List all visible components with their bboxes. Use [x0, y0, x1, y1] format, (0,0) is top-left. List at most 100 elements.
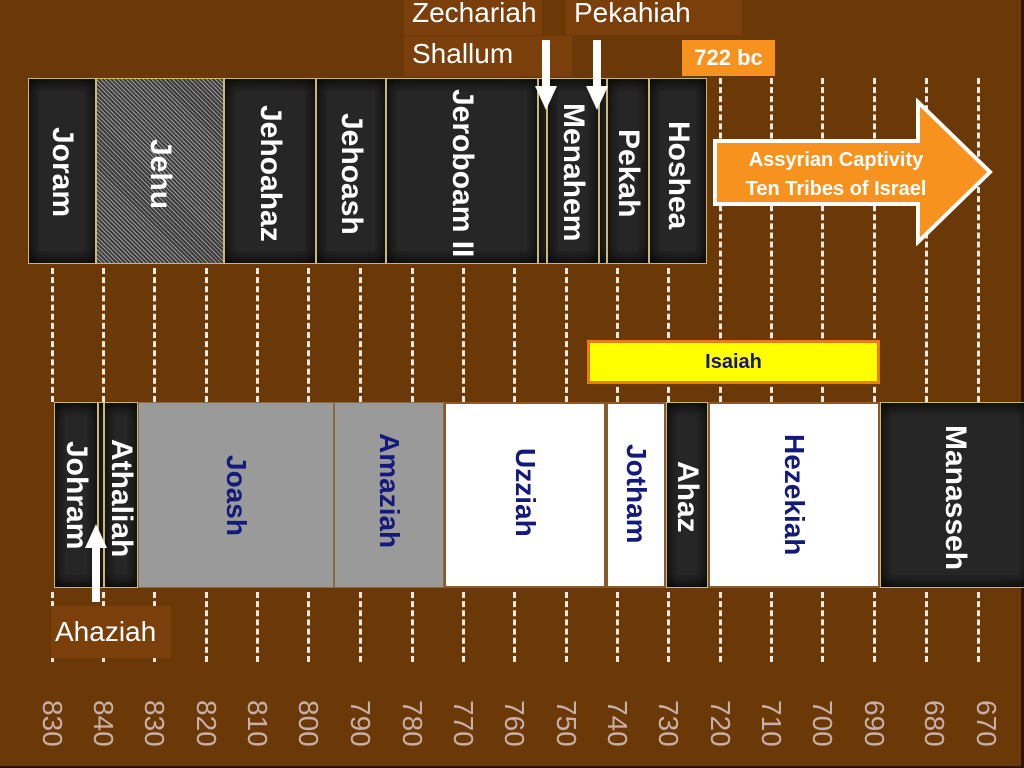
king-box-jeroboam-ii: Jeroboam II: [386, 78, 538, 264]
grid-dash-line: [153, 268, 156, 402]
grid-dash-line: [977, 78, 980, 402]
king-label: Hezekiah: [779, 434, 810, 556]
down-arrow-icon: [586, 40, 608, 110]
grid-dash-line: [256, 268, 259, 402]
grid-dash-line: [770, 78, 773, 402]
king-box-hoshea: Hoshea: [649, 78, 707, 264]
king-box-pekah: Pekah: [607, 78, 649, 264]
king-box-pekahiah: [599, 78, 607, 264]
year-tick-label: 760: [499, 700, 530, 747]
year-tick-label: 820: [191, 700, 222, 747]
king-label: Hoshea: [662, 121, 695, 230]
grid-dash-line: [565, 592, 568, 662]
grid-dash-line: [462, 592, 465, 662]
grid-dash-line: [770, 592, 773, 662]
king-box-jotham: Jotham: [606, 402, 666, 588]
isaiah-bar: Isaiah: [587, 340, 880, 384]
captivity-line-2: Ten Tribes of Israel: [745, 178, 927, 200]
year-tick-label: 830: [139, 700, 170, 747]
year-tick-label: 700: [807, 700, 838, 747]
grid-dash-line: [411, 592, 414, 662]
captivity-label: Assyrian Captivity Ten Tribes of Israel: [718, 146, 954, 204]
king-label: Joash: [221, 455, 252, 536]
king-box-joash: Joash: [138, 402, 334, 588]
grid-dash-line: [565, 268, 568, 402]
up-arrow-icon: [85, 524, 107, 602]
king-box-jehu: Jehu: [96, 78, 224, 264]
grid-dash-line: [205, 268, 208, 402]
king-label: Jehoahaz: [254, 105, 287, 242]
year-tick-label: 780: [397, 700, 428, 747]
king-label: Manasseh: [939, 425, 972, 571]
grid-dash-line: [821, 78, 824, 402]
year-tick-label: 720: [705, 700, 736, 747]
king-label: Jehu: [144, 139, 177, 210]
king-box-amaziah: Amaziah: [334, 402, 444, 588]
king-label: Amaziah: [374, 433, 405, 549]
year-tick-label: 800: [293, 700, 324, 747]
year-tick-label: 790: [345, 700, 376, 747]
king-box-jehoahaz: Jehoahaz: [224, 78, 316, 264]
grid-dash-line: [719, 592, 722, 662]
captivity-arrow-icon: [713, 98, 993, 246]
grid-dash-line: [873, 78, 876, 402]
grid-dash-line: [359, 268, 362, 402]
grid-dash-line: [462, 268, 465, 402]
date-722-badge: 722 bc: [682, 40, 775, 76]
grid-dash-line: [205, 592, 208, 662]
king-label: Athaliah: [105, 439, 138, 558]
king-label: Jehoash: [335, 113, 368, 235]
zechariah-label: Zechariah: [404, 0, 542, 35]
year-tick-label: 770: [448, 700, 479, 747]
king-label: Johram: [60, 441, 93, 550]
grid-dash-line: [307, 268, 310, 402]
grid-dash-line: [51, 268, 54, 402]
king-box-ahaziah: [98, 402, 104, 588]
king-box-hezekiah: Hezekiah: [708, 402, 880, 588]
king-label: Uzziah: [510, 448, 541, 537]
grid-dash-line: [667, 268, 670, 402]
year-tick-label: 690: [859, 700, 890, 747]
year-tick-label: 680: [919, 700, 950, 747]
king-label: Menahem: [557, 103, 590, 242]
year-tick-label: 830: [37, 700, 68, 747]
grid-dash-line: [359, 592, 362, 662]
king-box-joram: Joram: [28, 78, 96, 264]
king-label: Jotham: [621, 444, 652, 544]
down-arrow-icon: [535, 40, 557, 110]
grid-dash-line: [719, 78, 722, 402]
grid-dash-line: [925, 78, 928, 402]
ahaziah-label: Ahaziah: [51, 606, 171, 658]
king-box-johram: Johram: [54, 402, 98, 588]
year-tick-label: 840: [88, 700, 119, 747]
grid-dash-line: [513, 268, 516, 402]
grid-dash-line: [925, 592, 928, 662]
year-tick-label: 810: [242, 700, 273, 747]
captivity-line-1: Assyrian Captivity: [748, 149, 924, 171]
king-box-jehoash: Jehoash: [316, 78, 386, 264]
king-label: Pekah: [612, 129, 645, 218]
king-box-menahem: Menahem: [547, 78, 599, 264]
pekahiah-label: Pekahiah: [566, 0, 742, 35]
year-tick-label: 740: [602, 700, 633, 747]
king-label: Joram: [46, 127, 79, 218]
year-tick-label: 710: [756, 700, 787, 747]
grid-dash-line: [256, 592, 259, 662]
grid-dash-line: [513, 592, 516, 662]
year-tick-label: 750: [551, 700, 582, 747]
king-label: Ahaz: [671, 461, 704, 533]
grid-dash-line: [977, 592, 980, 662]
king-box-uzziah: Uzziah: [444, 402, 606, 588]
king-box-athaliah: Athaliah: [104, 402, 138, 588]
grid-dash-line: [616, 268, 619, 402]
grid-dash-line: [616, 592, 619, 662]
grid-dash-line: [873, 592, 876, 662]
king-box-ahaz: Ahaz: [666, 402, 708, 588]
grid-dash-line: [102, 268, 105, 402]
grid-dash-line: [411, 268, 414, 402]
king-box-manasseh: Manasseh: [880, 402, 1024, 588]
year-tick-label: 730: [653, 700, 684, 747]
grid-dash-line: [307, 592, 310, 662]
